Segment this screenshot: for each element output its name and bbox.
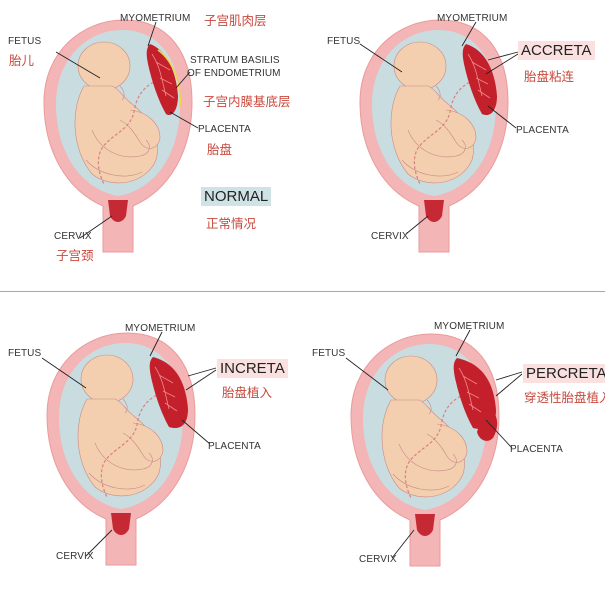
panel-divider	[0, 291, 605, 292]
pointer-line-10	[405, 215, 429, 235]
cervix-plug-percreta	[415, 514, 435, 536]
pointer-line-14	[185, 369, 217, 391]
cervix-label-accreta: CERVIX	[371, 231, 409, 242]
pointer-line-13	[187, 367, 217, 377]
pointer-line-15	[181, 419, 211, 445]
fetus-leg-accreta	[407, 129, 466, 158]
myometrium-label-accreta: MYOMETRIUM	[437, 13, 508, 24]
fetus-label-normal: FETUS	[8, 36, 42, 47]
myometrium-label-percreta: MYOMETRIUM	[434, 321, 505, 332]
uterus-illustration-percreta	[350, 333, 500, 567]
pointer-line-22	[391, 529, 415, 559]
umbilical-cord-accreta	[413, 79, 475, 185]
uterus-illustration-increta	[46, 332, 196, 566]
cervix-label-normal: CERVIX	[54, 231, 92, 242]
stratum-label-line2: OF ENDOMETRIUM	[187, 68, 281, 79]
pointer-line-16	[85, 529, 113, 557]
placenta-label-zh-normal: 胎盘	[207, 142, 233, 157]
uterus-illustration-accreta	[359, 19, 509, 253]
pointer-line-19	[495, 371, 523, 381]
placenta-veins-accreta	[467, 53, 491, 99]
fetus-foot-accreta	[401, 159, 459, 177]
title-increta: INCRETA	[217, 359, 288, 378]
stratum-label-zh: 子宫内膜基底层	[203, 94, 291, 109]
pointer-line-9	[487, 105, 517, 129]
uterus-illustration-normal	[43, 19, 193, 253]
fetus-head-accreta	[393, 41, 447, 91]
stratum-label-line1: STRATUM BASILIS	[190, 55, 280, 66]
title-zh-normal: 正常情况	[206, 216, 257, 231]
title-zh-increta: 胎盘植入	[222, 385, 273, 400]
cervix-label-percreta: CERVIX	[359, 554, 397, 565]
myometrium-label-increta: MYOMETRIUM	[125, 323, 196, 334]
fetus-ear-increta	[122, 398, 128, 414]
placenta-outgrowth-percreta	[477, 406, 498, 441]
title-zh-percreta: 穿透性胎盘植入	[524, 390, 605, 405]
fetus-arm-percreta	[426, 423, 468, 463]
fetus-head-normal	[77, 41, 131, 91]
pointer-line-18	[455, 329, 471, 357]
myometrium-label-zh-normal: 子宫肌肉层	[204, 13, 267, 28]
title-accreta: ACCRETA	[518, 41, 595, 60]
fetus-ear-percreta	[426, 399, 432, 415]
placenta-label-percreta: PLACENTA	[510, 444, 563, 455]
pointer-line-3	[169, 111, 199, 129]
cervix-plug-increta	[111, 513, 131, 535]
pointer-line-20	[495, 373, 523, 397]
fetus-arm-increta	[122, 422, 164, 462]
fetus-ear-normal	[119, 85, 125, 101]
umbilical-cord-increta	[100, 392, 162, 498]
fetus-foot-normal	[85, 159, 143, 177]
pointer-line-2	[175, 71, 191, 89]
pointer-line-17	[345, 357, 389, 391]
fetus-label-accreta: FETUS	[327, 36, 361, 47]
pointer-line-21	[485, 419, 513, 449]
pointer-line-12	[149, 331, 163, 357]
pointer-line-1	[147, 21, 157, 47]
title-normal: NORMAL	[201, 187, 272, 206]
fetus-arm-normal	[119, 109, 161, 149]
fetus-leg-percreta	[398, 443, 457, 472]
fetus-head-increta	[80, 354, 134, 404]
placenta-veins-increta	[154, 366, 178, 412]
umbilical-cord-normal	[97, 79, 159, 185]
placenta-label-increta: PLACENTA	[208, 441, 261, 452]
fetus-foot-increta	[88, 472, 146, 490]
endometrium-line	[157, 49, 182, 109]
fetus-foot-percreta	[392, 473, 450, 491]
cervix-plug-normal	[108, 200, 128, 222]
myometrium-label-normal: MYOMETRIUM	[120, 13, 191, 24]
pointer-line-6	[461, 21, 477, 47]
title-zh-accreta: 胎盘粘连	[524, 69, 575, 84]
pointer-line-11	[41, 357, 87, 389]
pointer-line-5	[359, 43, 403, 73]
fetus-label-percreta: FETUS	[312, 348, 346, 359]
title-percreta: PERCRETA	[523, 364, 605, 383]
fetus-label-increta: FETUS	[8, 348, 42, 359]
pointer-line-4	[79, 215, 113, 239]
cervix-label-increta: CERVIX	[56, 551, 94, 562]
umbilical-cord-percreta	[404, 393, 466, 499]
fetus-ear-accreta	[435, 85, 441, 101]
fetus-arm-accreta	[435, 109, 477, 149]
fetus-head-percreta	[384, 355, 438, 405]
pointer-line-8	[485, 53, 519, 75]
cervix-label-zh-normal: 子宫颈	[56, 248, 94, 263]
pointer-line-7	[487, 51, 519, 61]
placenta-label-accreta: PLACENTA	[516, 125, 569, 136]
pointer-line-0	[55, 51, 101, 79]
fetus-leg-normal	[91, 129, 150, 158]
placenta-veins-percreta	[458, 367, 482, 413]
placenta-veins-normal	[151, 53, 175, 99]
placenta-label-normal: PLACENTA	[198, 124, 251, 135]
cervix-plug-accreta	[424, 200, 444, 222]
fetus-label-zh-normal: 胎儿	[9, 53, 35, 68]
fetus-leg-increta	[94, 442, 153, 471]
